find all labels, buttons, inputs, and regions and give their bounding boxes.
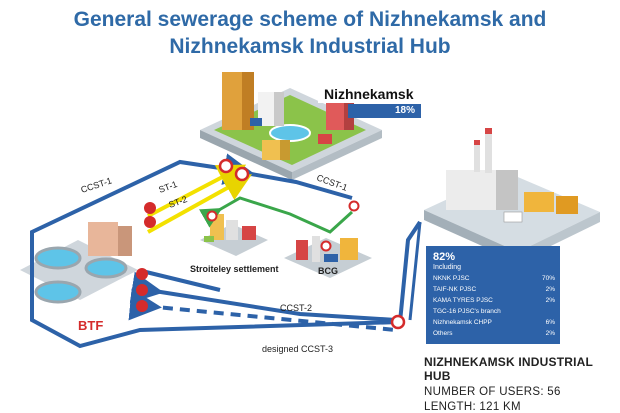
ccst-1-right-pipe (221, 153, 353, 200)
hub-row-name: NKNK PJSC (433, 275, 470, 282)
hub-row-value: 6% (545, 319, 555, 326)
hub-summary: NIZHNEKAMSK INDUSTRIAL HUB NUMBER OF USE… (424, 355, 620, 413)
hub-row-name: Others (433, 330, 453, 337)
ccst-3-label: designed CCST-3 (262, 344, 333, 354)
hub-users: NUMBER OF USERS: 56 (424, 386, 561, 398)
hub-row: TAIF-NK PJSC 2% (433, 286, 555, 293)
btf-inlet-pipe (145, 270, 221, 292)
ccst-1-left-pipe (30, 159, 401, 349)
st-1-label: ST-1 (157, 179, 178, 195)
hub-row: Others 2% (433, 330, 555, 337)
stroiteley-label: Stroiteley settlement (190, 264, 279, 274)
st-1-pipe (147, 164, 247, 218)
hub-row-name: KAMA TYRES PJSC (433, 297, 493, 304)
hub-row: Nizhnekamsk CHPP 6% (433, 319, 555, 326)
btf-illustration (20, 222, 138, 304)
hub-row: TGC-16 PJSC's branch (433, 308, 555, 315)
hub-row: KAMA TYRES PJSC 2% (433, 297, 555, 304)
diagram-title: General sewerage scheme of Nizhnekamsk a… (0, 6, 620, 60)
title-line-2: Nizhnekamsk Industrial Hub (169, 35, 451, 58)
pipe-network (30, 153, 422, 349)
hub-row-value: 2% (545, 330, 555, 337)
hub-name: NIZHNEKAMSK INDUSTRIAL HUB (424, 355, 593, 383)
btf-label: BTF (78, 318, 103, 333)
hub-share-percent: 82% (433, 251, 456, 263)
pipe-nodes (136, 158, 406, 330)
st-2-label: ST-2 (167, 194, 188, 210)
st-2-pipe (147, 174, 252, 234)
ccst-3-designed-pipe (128, 288, 397, 332)
hub-row-value: 70% (541, 275, 555, 282)
hub-row-value: 2% (545, 297, 555, 304)
including-label: Including (433, 264, 462, 271)
hub-share-panel: 82% Including NKNK PJSC 70% TAIF-NK PJSC… (426, 246, 560, 344)
bcg-label: BCG (318, 266, 338, 276)
green-settlement-pipe (198, 196, 354, 234)
hub-length: LENGTH: 121 KM (424, 401, 521, 413)
ccst-2-label: CCST-2 (280, 303, 312, 313)
bcg-illustration (284, 236, 372, 278)
industrial-hub-illustration (424, 128, 600, 262)
hub-row-name: Nizhnekamsk CHPP (433, 319, 492, 326)
title-line-1: General sewerage scheme of Nizhnekamsk a… (73, 8, 547, 31)
ccst-1-left-label: CCST-1 (80, 175, 114, 194)
city-share-badge: 18% (348, 104, 421, 118)
hub-row-name: TAIF-NK PJSC (433, 286, 477, 293)
hub-row-value: 2% (545, 286, 555, 293)
ccst-2-pipe (129, 271, 397, 322)
city-name-tag: Nizhnekamsk (318, 86, 421, 103)
hub-row: NKNK PJSC 70% (433, 275, 555, 282)
hub-riser-pipe-2 (408, 221, 422, 321)
stroiteley-illustration (200, 214, 268, 256)
hub-riser-pipe (398, 220, 422, 323)
hub-row-name: TGC-16 PJSC's branch (433, 308, 501, 315)
